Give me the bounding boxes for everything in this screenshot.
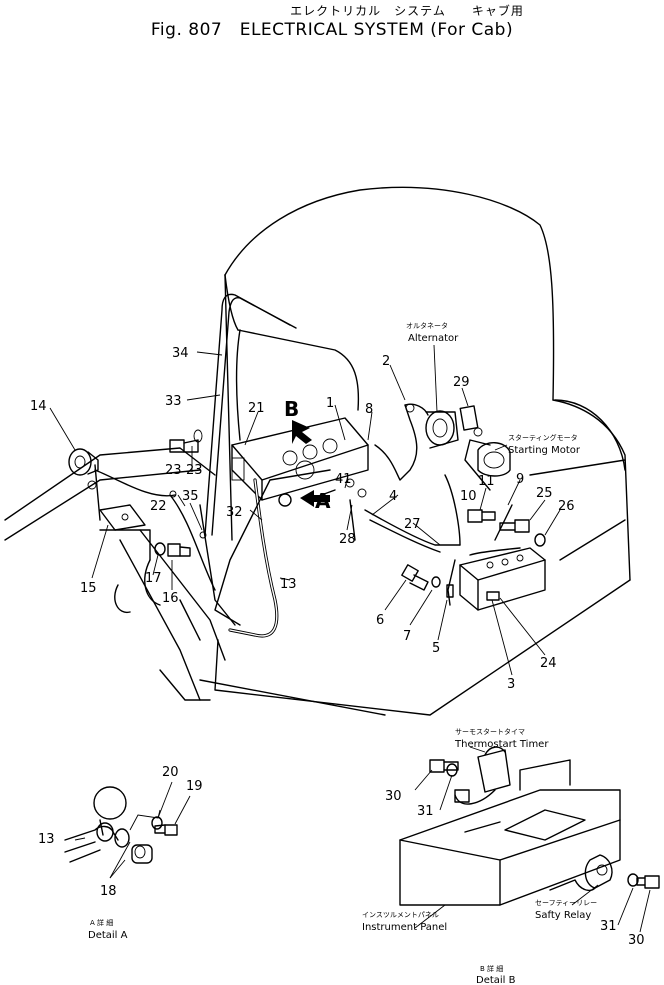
- view-a-arrow: [300, 490, 330, 507]
- detail-a-drawing: [64, 781, 191, 879]
- callout-11: 11: [478, 474, 495, 489]
- callout-3: 3: [507, 677, 515, 692]
- callout-29: 29: [453, 375, 470, 390]
- safety-relay-label-jp: セーフティーリレー: [535, 899, 597, 907]
- view-b-arrow: [292, 420, 312, 444]
- callout-13-detail: 13: [38, 832, 55, 847]
- detail-b-caption: Detail B: [476, 975, 516, 985]
- callout-31-relay: 31: [600, 919, 617, 934]
- callout-30: 30: [385, 789, 402, 804]
- callout-13: 13: [280, 577, 297, 592]
- detail-a-caption: Detail A: [88, 930, 128, 941]
- thermostart-timer-label: Thermostart Timer: [454, 739, 549, 750]
- starting-motor-label-jp: スターティングモータ: [508, 433, 578, 442]
- callout-25: 25: [536, 486, 553, 501]
- horn: [68, 448, 99, 490]
- callout-23: 23: [165, 463, 182, 478]
- instrument-panel-label: Instrument Panel: [362, 922, 447, 933]
- callout-20: 20: [162, 765, 179, 780]
- callout-23: 23: [186, 463, 203, 478]
- callout-17: 17: [145, 571, 162, 586]
- callout-32: 32: [226, 505, 243, 520]
- callout-numbers: 34 33 14 21 1 8 2 29 23 23 22 35 32 41 2…: [30, 346, 645, 948]
- alternator-label: Alternator: [408, 333, 459, 344]
- view-b-letter: B: [284, 397, 299, 421]
- callout-18: 18: [100, 884, 117, 899]
- detail-a-caption-jp: A 詳 細: [90, 918, 113, 927]
- leader-lines: [49, 344, 561, 676]
- callout-4: 4: [389, 489, 397, 504]
- callout-34: 34: [172, 346, 189, 361]
- callout-19: 19: [186, 779, 203, 794]
- title-japanese: エレクトリカル システム キャブ用: [290, 4, 524, 18]
- callout-15: 15: [80, 581, 97, 596]
- thermostart-timer-label-jp: サーモスタートタイマ: [455, 727, 525, 736]
- instrument-panel-label-jp: インスツルメントパネル: [362, 911, 439, 919]
- callout-22: 22: [150, 499, 167, 514]
- callout-6: 6: [376, 613, 384, 628]
- callout-2: 2: [382, 354, 390, 369]
- callout-7: 7: [403, 629, 411, 644]
- callout-28: 28: [339, 532, 356, 547]
- bracket: [99, 504, 146, 531]
- callout-30-relay: 30: [628, 933, 645, 948]
- callout-26: 26: [558, 499, 575, 514]
- callout-33: 33: [165, 394, 182, 409]
- component-labels: オルタネータ Alternator スターティングモータ Starting Mo…: [88, 321, 597, 985]
- callout-21: 21: [248, 401, 265, 416]
- view-arrows: [292, 420, 330, 507]
- callout-14: 14: [30, 399, 47, 414]
- callout-10: 10: [460, 489, 477, 504]
- cab-harness: [204, 293, 297, 536]
- detail-b-caption-jp: B 詳 細: [480, 964, 503, 973]
- callout-24: 24: [540, 656, 557, 671]
- starting-motor: [459, 405, 511, 477]
- callout-1: 1: [326, 396, 334, 411]
- detail-b-drawing: [399, 746, 660, 933]
- cab-body: [4, 186, 631, 716]
- alternator-label-jp: オルタネータ: [406, 321, 448, 330]
- callout-9: 9: [516, 472, 524, 487]
- page-title: Fig. 807 ELECTRICAL SYSTEM (For Cab): [150, 20, 514, 40]
- callout-8: 8: [365, 402, 373, 417]
- safety-relay-label: Safty Relay: [535, 910, 591, 921]
- view-a-letter: A: [315, 489, 331, 513]
- battery: [459, 547, 546, 611]
- callout-41: 41: [335, 472, 352, 487]
- main-wiring: [94, 404, 521, 638]
- alternator: [404, 403, 459, 449]
- callout-35: 35: [182, 489, 199, 504]
- starting-motor-label: Starting Motor: [508, 445, 581, 456]
- callout-16: 16: [162, 591, 179, 606]
- callout-31: 31: [417, 804, 434, 819]
- callout-5: 5: [432, 641, 440, 656]
- callout-27: 27: [404, 517, 421, 532]
